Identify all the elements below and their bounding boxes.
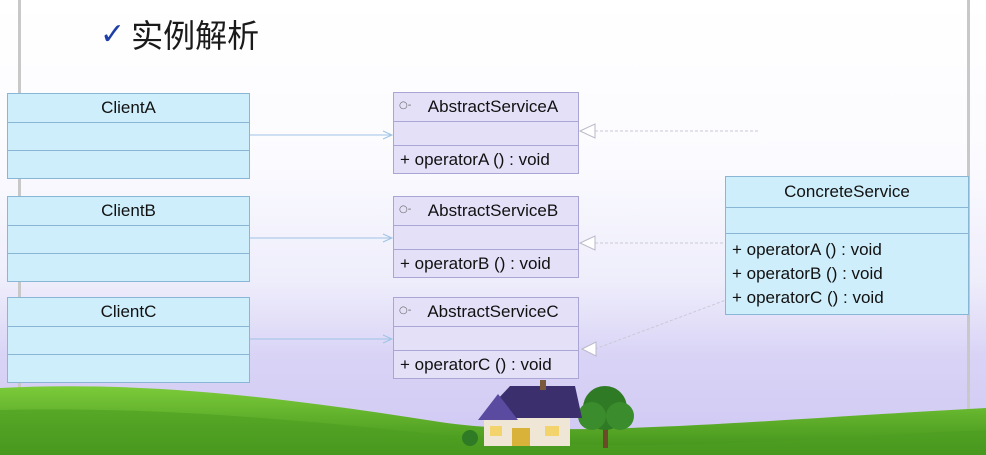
class-attributes [394, 326, 578, 350]
class-attributes [8, 225, 249, 253]
class-operations [8, 150, 249, 178]
abstract-service-c-class[interactable]: ○- AbstractServiceC + operatorC () : voi… [393, 297, 579, 379]
class-operations [8, 253, 249, 281]
class-name: ClientA [101, 98, 156, 117]
class-name: AbstractServiceA [427, 97, 559, 116]
abstract-service-a-class[interactable]: ○- AbstractServiceA + operatorA () : voi… [393, 92, 579, 174]
interface-icon: ○- [399, 204, 412, 215]
operation-b: + operatorB () : void [732, 264, 883, 283]
arrow-head-b [382, 233, 394, 243]
class-name: AbstractServiceC [427, 302, 559, 321]
class-name-row: ○- AbstractServiceB [394, 197, 578, 225]
client-b-class[interactable]: ClientB [7, 196, 250, 282]
interface-icon: ○- [399, 305, 412, 316]
arrow-head-a [382, 130, 394, 140]
class-attributes [394, 121, 578, 145]
class-attributes [8, 326, 249, 354]
class-operation: + operatorA () : void [394, 145, 578, 173]
class-operation: + operatorB () : void [394, 249, 578, 277]
class-operation: + operatorC () : void [394, 350, 578, 378]
class-name-row: ○- AbstractServiceC [394, 298, 578, 326]
class-name: ClientB [101, 201, 156, 220]
realization-head-b [578, 235, 596, 251]
slide-title-text: 实例解析 [131, 17, 260, 55]
client-c-class[interactable]: ClientC [7, 297, 250, 383]
class-operations: + operatorA () : void + operatorB () : v… [726, 233, 968, 314]
class-attributes [726, 207, 968, 233]
interface-icon: ○- [399, 100, 412, 111]
realization-head-a [578, 123, 596, 139]
class-name: ClientC [100, 302, 157, 321]
class-name: AbstractServiceB [427, 201, 559, 220]
slide-title: ✓ 实例解析 [100, 14, 260, 56]
check-icon: ✓ [100, 16, 126, 52]
class-name-row: ○- AbstractServiceA [394, 93, 578, 121]
class-attributes [394, 225, 578, 249]
realization-c [594, 299, 727, 350]
client-a-class[interactable]: ClientA [7, 93, 250, 179]
arrow-head-c [382, 334, 394, 344]
class-operations [8, 354, 249, 382]
grass-hill-illustration [0, 380, 986, 455]
operation-c: + operatorC () : void [732, 288, 884, 307]
class-name: ConcreteService [784, 182, 910, 201]
operation-a: + operatorA () : void [732, 240, 882, 259]
landscape-illustration [0, 380, 986, 455]
abstract-service-b-class[interactable]: ○- AbstractServiceB + operatorB () : voi… [393, 196, 579, 278]
concrete-service-class[interactable]: ConcreteService + operatorA () : void + … [725, 176, 969, 315]
class-attributes [8, 122, 249, 150]
realization-head-c [580, 341, 597, 357]
